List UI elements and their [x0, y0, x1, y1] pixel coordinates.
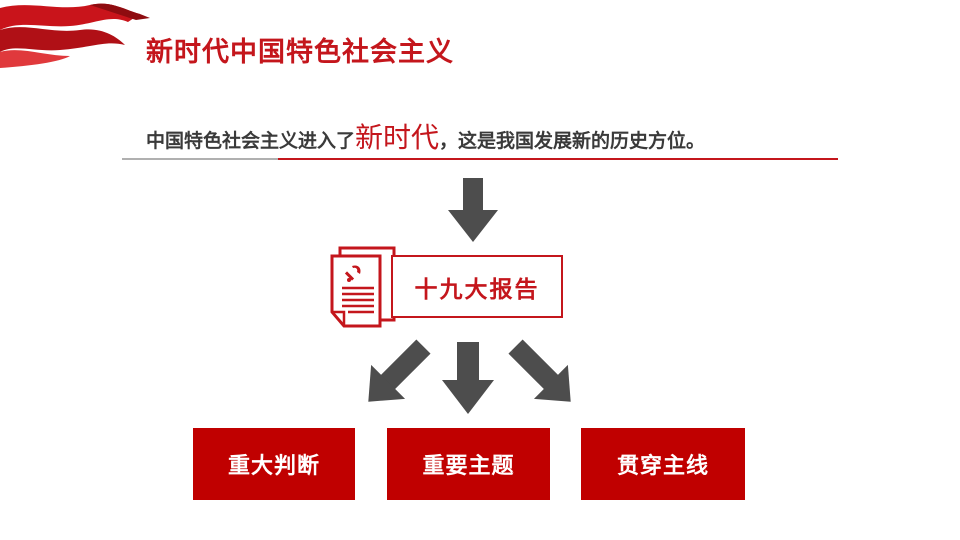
- underline-left: [122, 158, 278, 160]
- arrow-down-icon: [448, 178, 498, 242]
- report-box: 十九大报告: [391, 255, 563, 318]
- subtitle-part1: 中国特色社会主义进入了: [146, 130, 356, 152]
- underline-right: [278, 158, 838, 160]
- subtitle: 中国特色社会主义进入了 新时代 ，这是我国发展新的历史方位。: [146, 116, 705, 156]
- subtitle-highlight: 新时代: [355, 121, 440, 154]
- box-main-thread: 贯穿主线: [581, 428, 745, 500]
- page-title: 新时代中国特色社会主义: [146, 37, 454, 68]
- ribbon-decoration: [0, 3, 150, 68]
- arrow-down-icon: [442, 342, 494, 414]
- arrow-down-left-icon: [368, 339, 431, 402]
- box-important-theme: 重要主题: [387, 428, 550, 500]
- box-major-judgment: 重大判断: [193, 428, 355, 500]
- arrow-down-right-icon: [508, 339, 571, 402]
- subtitle-part2: ，这是我国发展新的历史方位。: [439, 130, 706, 152]
- party-emblem-report-icon: [330, 246, 396, 328]
